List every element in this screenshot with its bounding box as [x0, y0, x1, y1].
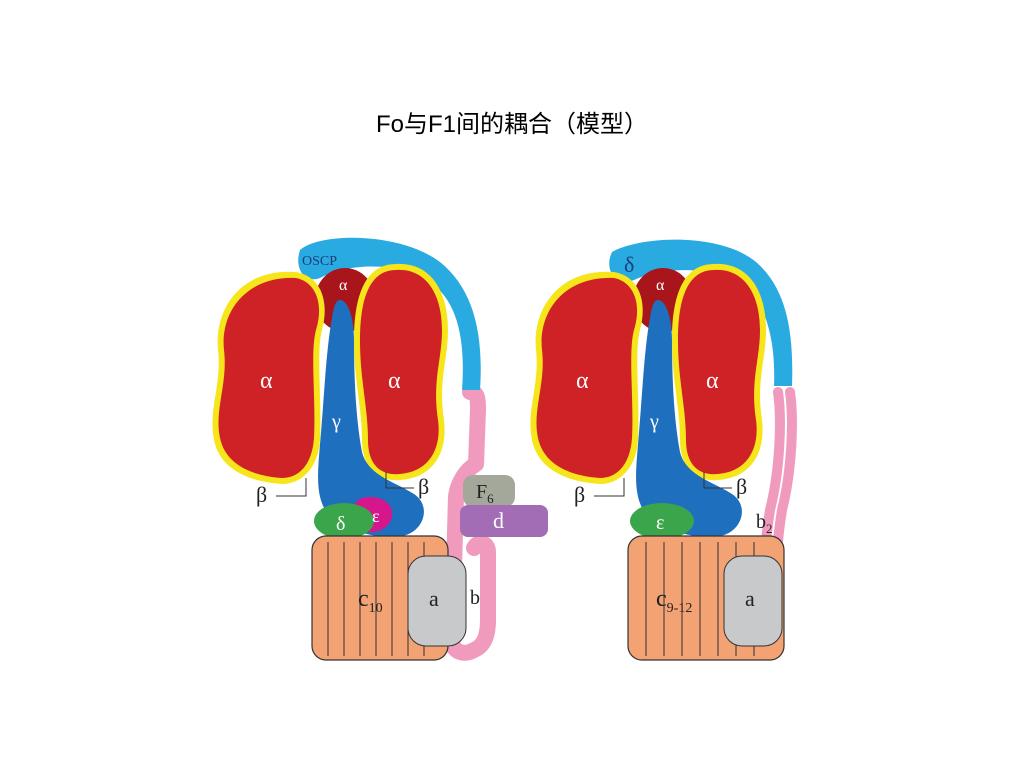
left-oscp-label: OSCP: [302, 254, 337, 269]
left-d-label: d: [493, 508, 504, 533]
right-a-subunit: [723, 555, 783, 647]
left-beta-right-leader: [385, 472, 414, 489]
left-alpha-top-label: α: [339, 277, 348, 294]
left-epsilon-label: ε: [372, 506, 380, 526]
left-alpha-left: [218, 277, 320, 478]
right-epsilon: [630, 503, 694, 539]
right-epsilon-label: ε: [656, 512, 664, 534]
slide-title: Fo与F1间的耦合（模型）: [375, 111, 648, 138]
left-gamma-label: γ: [331, 411, 341, 433]
left-beta-left-label: β: [256, 482, 267, 507]
right-gamma: [636, 300, 742, 537]
right-gamma-label: γ: [649, 411, 659, 433]
right-b2-label: b2: [756, 511, 773, 536]
left-f6-label: F6: [476, 481, 494, 506]
left-oscp: [298, 237, 481, 390]
right-alpha-right-label: α: [706, 368, 719, 394]
left-alpha-right: [360, 269, 442, 475]
right-alpha-right: [678, 269, 760, 475]
right-beta-left-label: β: [574, 482, 585, 507]
left-b-strand: [444, 384, 496, 661]
right-alpha-left-label: α: [576, 368, 589, 394]
right-beta-right-leader: [703, 472, 732, 489]
left-gamma: [318, 300, 424, 537]
right-alpha-top-label: α: [656, 277, 665, 294]
right-a-label: a: [745, 586, 755, 611]
left-f6-subunit: [463, 475, 515, 507]
right-model: δ α α α γ β β ε b2 c9-12 a: [530, 239, 797, 661]
left-d-subunit: [460, 505, 548, 537]
left-a-subunit: [407, 555, 467, 647]
left-beta-right-label: β: [418, 474, 429, 499]
left-beta-left-leader: [276, 478, 307, 497]
left-b-label: b: [470, 587, 480, 609]
left-c-label: c10: [358, 586, 383, 616]
left-delta-label: δ: [336, 513, 345, 535]
right-alpha-left: [536, 277, 638, 478]
left-a-label: a: [429, 586, 439, 611]
right-beta-right-label: β: [736, 474, 747, 499]
left-model: OSCP α α α γ β β δ ε F6 d c10 a b: [212, 237, 548, 661]
right-delta-top-label: δ: [624, 252, 634, 277]
right-beta-left-leader: [594, 478, 625, 497]
left-alpha-right-label: α: [388, 368, 401, 394]
left-delta: [314, 503, 374, 539]
left-alpha-left-label: α: [260, 368, 273, 394]
right-c-label: c9-12: [656, 586, 692, 616]
